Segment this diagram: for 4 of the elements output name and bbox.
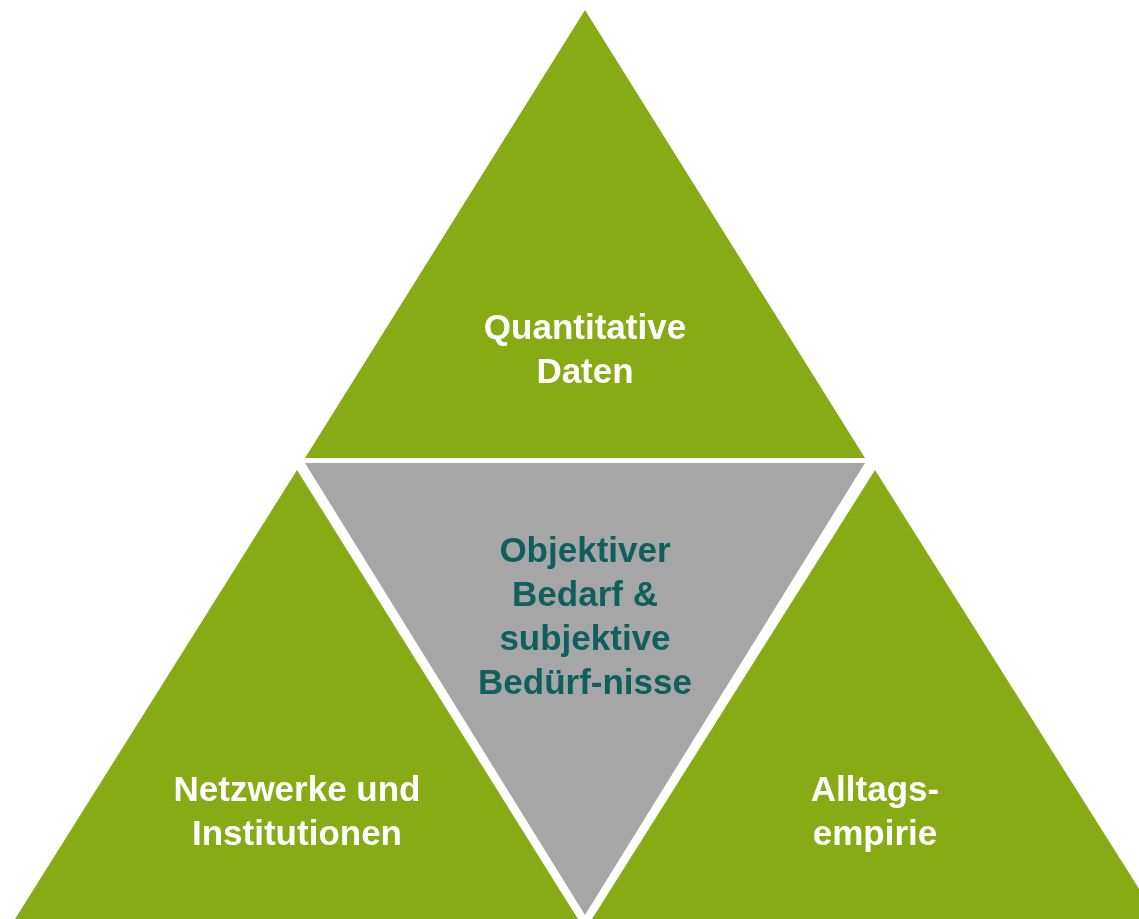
triangle-label: Netzwerke und Institutionen (172, 768, 422, 854)
triangle-label: Alltags-empirie (809, 768, 941, 854)
triangle-label: Quantitative Daten (482, 306, 688, 392)
triangle-label: Objektiver Bedarf & subjektive Bedürf-nisse (477, 529, 693, 703)
